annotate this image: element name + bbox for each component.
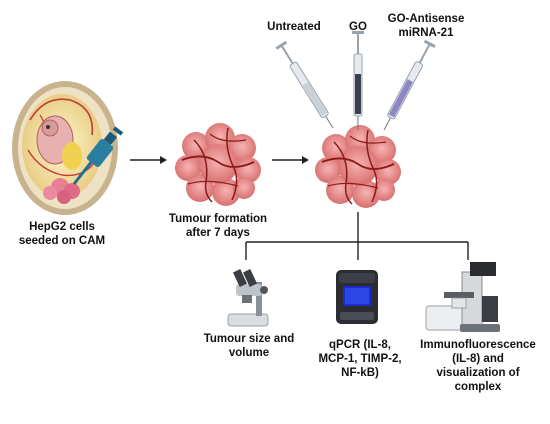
label-size-volume: Tumour size and volume (203, 333, 295, 359)
syringe-go-icon (352, 31, 364, 130)
syringe-go-antisense-icon (383, 39, 436, 131)
qpcr-machine-icon (336, 270, 378, 324)
arrow-seeding-to-formation (130, 156, 167, 164)
label-qpcr: qPCR (IL-8, MCP-1, TIMP-2, NF-kB) (318, 339, 402, 379)
label-untreated: Untreated (267, 21, 321, 33)
egg-icon (12, 81, 118, 215)
arrow-formation-to-treatment (272, 156, 309, 164)
analysis-branch-lines (245, 212, 469, 260)
label-formation: Tumour formation after 7 days (168, 213, 268, 239)
treated-tumour-icon (315, 125, 401, 208)
pipette-icon (72, 126, 124, 185)
label-immunofluorescence: Immunofluorescence (IL-8) and visualizat… (420, 339, 536, 393)
label-seeding: HepG2 cells seeded on CAM (18, 221, 106, 247)
microscope-icon (227, 269, 269, 327)
tumour-icon (175, 123, 261, 206)
confocal-microscope-icon (425, 262, 500, 332)
label-go-antisense: GO-Antisense miRNA-21 (387, 13, 465, 39)
label-go: GO (349, 21, 367, 33)
syringe-untreated-icon (275, 40, 334, 129)
cam-tumour-icon (43, 178, 80, 204)
